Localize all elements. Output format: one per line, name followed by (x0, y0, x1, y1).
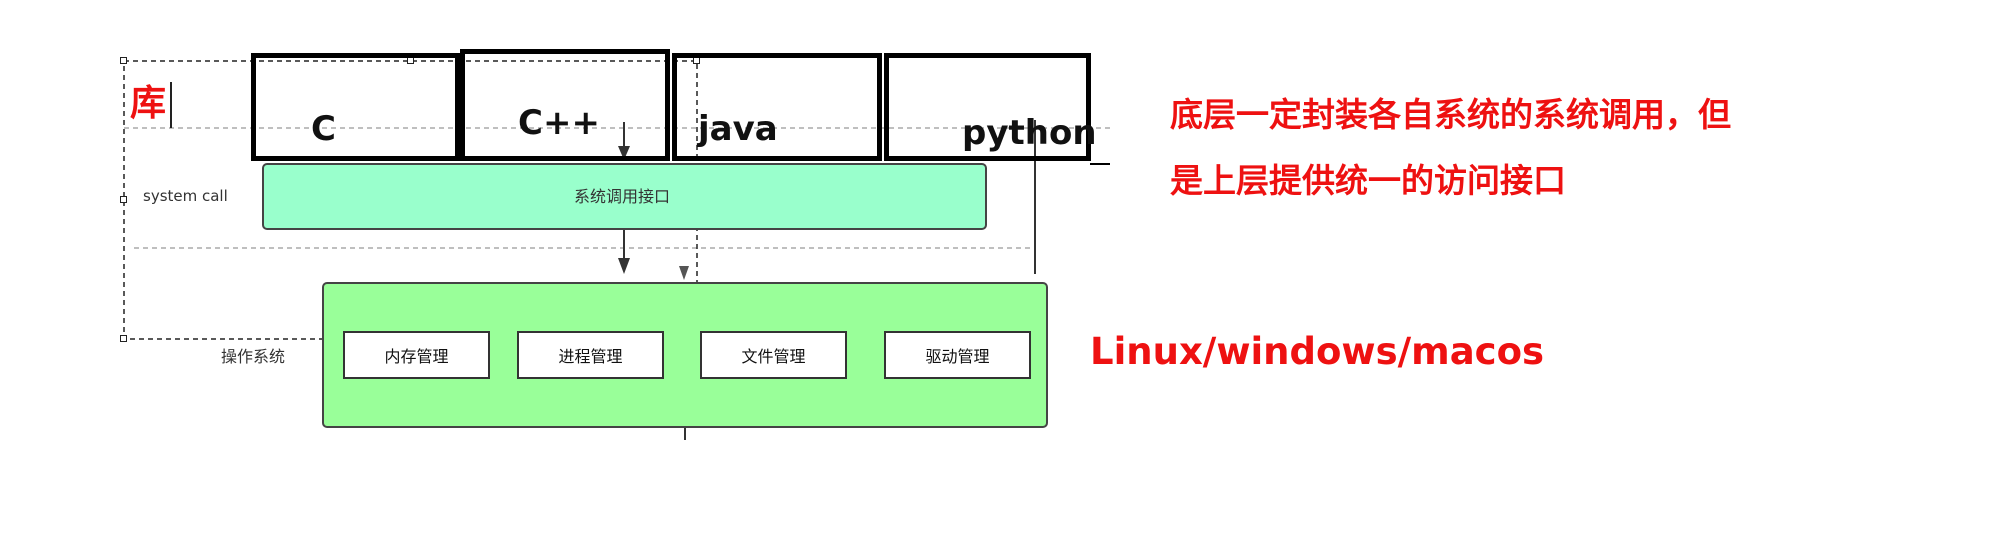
language-box-cpp[interactable] (460, 49, 670, 161)
annotation-line-1: 底层一定封装各自系统的系统调用，但 (1170, 95, 1731, 134)
language-label-java: java (698, 109, 778, 149)
module-process[interactable]: 进程管理 (517, 331, 664, 379)
os-names-annotation: Linux/windows/macos (1090, 330, 1545, 373)
language-label-c: C (311, 109, 336, 149)
os-label: 操作系统 (221, 347, 286, 366)
module-driver[interactable]: 驱动管理 (884, 331, 1031, 379)
annotation-line-2: 是上层提供统一的访问接口 (1170, 161, 1566, 200)
system-call-label: system call (143, 187, 228, 205)
system-call-interface[interactable] (262, 163, 987, 230)
module-memory-label: 内存管理 (384, 347, 449, 366)
selection-handle[interactable] (120, 335, 127, 342)
module-driver-label: 驱动管理 (925, 347, 990, 366)
language-box-java[interactable] (672, 53, 882, 161)
language-box-c[interactable] (251, 53, 460, 161)
module-memory[interactable]: 内存管理 (343, 331, 490, 379)
text-cursor (170, 82, 172, 128)
system-call-interface-label: 系统调用接口 (574, 187, 671, 206)
selection-handle[interactable] (120, 57, 127, 64)
language-label-python: python (962, 113, 1097, 153)
library-label: 库 (130, 83, 167, 124)
module-file[interactable]: 文件管理 (700, 331, 847, 379)
language-box-python[interactable] (884, 53, 1091, 161)
module-process-label: 进程管理 (558, 347, 623, 366)
selection-handle[interactable] (120, 196, 127, 203)
language-label-cpp: C++ (518, 103, 600, 143)
module-file-label: 文件管理 (741, 347, 806, 366)
